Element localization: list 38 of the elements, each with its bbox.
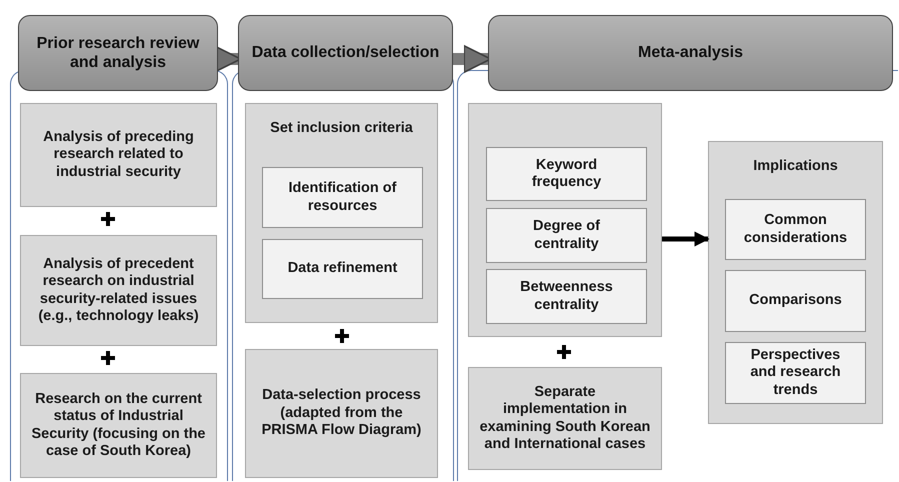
process-box bbox=[468, 367, 662, 470]
stage-title: Data collection/selection bbox=[250, 43, 440, 63]
header-tab bbox=[238, 15, 453, 91]
box-text: Data-selection process (adapted from the PRISMA Flow Diagram) bbox=[260, 387, 422, 440]
arrow bbox=[662, 232, 710, 246]
process-box bbox=[725, 199, 866, 260]
process-box bbox=[245, 349, 438, 478]
group-box bbox=[245, 103, 438, 323]
box-text: Comparisons bbox=[748, 292, 843, 310]
header-tab bbox=[488, 15, 893, 91]
process-box bbox=[262, 167, 423, 228]
process-box bbox=[725, 270, 866, 332]
process-box bbox=[20, 373, 217, 478]
process-box bbox=[486, 147, 647, 201]
process-box bbox=[20, 103, 217, 207]
process-box bbox=[486, 208, 647, 263]
stage-title: Meta-analysis bbox=[637, 43, 744, 63]
process-box bbox=[725, 342, 866, 404]
box-text: Research on the current status of Industrial Security (focusing on the case of South Korea) bbox=[30, 390, 206, 460]
box-text: Betweenness centrality bbox=[519, 279, 614, 314]
process-box bbox=[486, 269, 647, 324]
group-box bbox=[708, 141, 883, 424]
header-tab bbox=[18, 15, 218, 91]
box-text: Data refinement bbox=[286, 260, 398, 278]
stage-title: Prior research review and analysis bbox=[36, 34, 200, 72]
box-text: Degree of centrality bbox=[532, 218, 601, 253]
box-text: Perspectives and research trends bbox=[749, 346, 842, 400]
process-box bbox=[20, 235, 217, 346]
box-text: Identification of resources bbox=[288, 180, 398, 215]
box-text: Analysis of precedent research on industrial security-related issues (e.g., technology leaks) bbox=[37, 256, 200, 326]
box-text: Common considerations bbox=[742, 212, 848, 247]
process-box bbox=[262, 239, 423, 299]
box-text: Keyword frequency bbox=[530, 156, 602, 192]
group-heading: Set inclusion criteria bbox=[269, 120, 414, 138]
box-text: Separate implementation in examining South Korean and International cases bbox=[478, 384, 652, 454]
group-box bbox=[468, 103, 662, 337]
group-heading: Implications bbox=[752, 158, 839, 176]
box-text: Analysis of preceding research related to industrial security bbox=[42, 128, 195, 182]
